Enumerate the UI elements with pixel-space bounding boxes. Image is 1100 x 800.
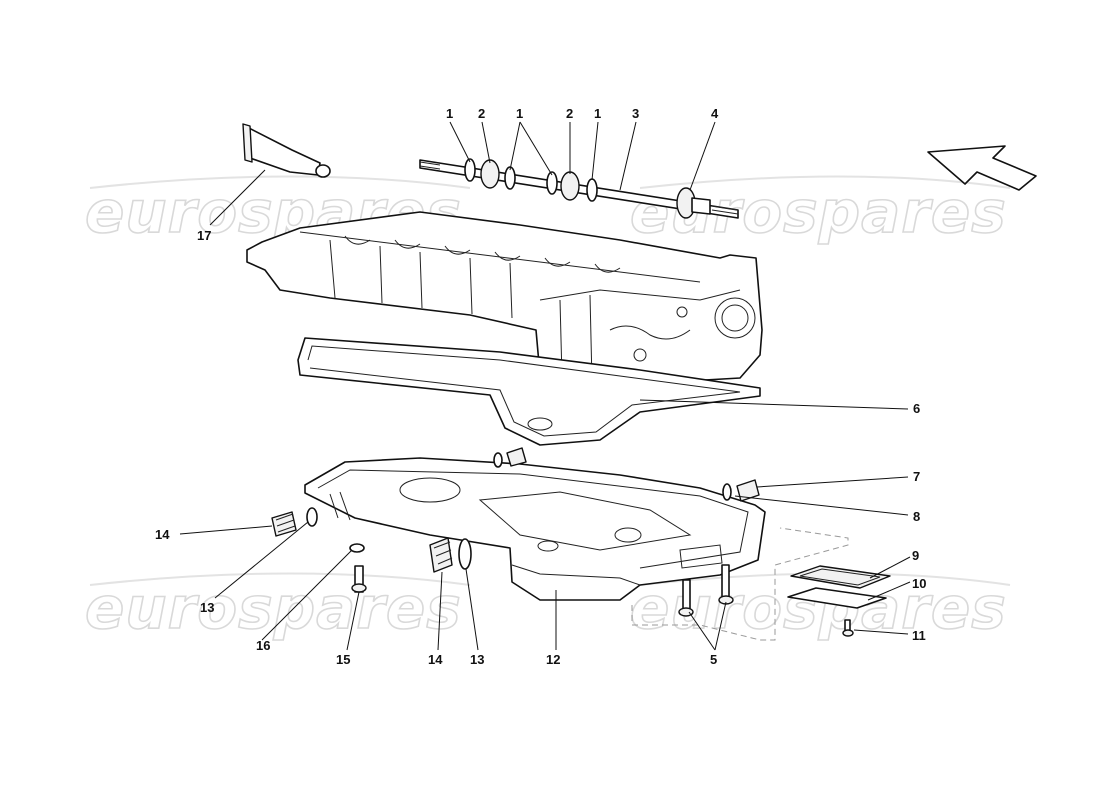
callout-6: 6: [913, 401, 920, 416]
callout-2: 2: [478, 106, 485, 121]
sensor-plug: [506, 447, 527, 467]
oil-sump: [304, 457, 766, 601]
snap-ring: [504, 166, 516, 190]
callouts: 1 2 1 2 1 3 4 17 6 7 8 14 13 16 15 14 13…: [155, 106, 926, 667]
o-ring-top: [493, 452, 503, 468]
cover-gasket: [787, 587, 887, 609]
callout-14: 14: [155, 527, 170, 542]
bearing: [480, 159, 500, 189]
crankcase: [246, 211, 763, 387]
sealing-washer-left: [306, 507, 318, 527]
watermark-swoosh: [89, 572, 471, 586]
snap-ring: [464, 158, 476, 182]
snap-ring: [546, 171, 558, 195]
callout-12: 12: [546, 652, 560, 667]
callout-3: 3: [632, 106, 639, 121]
plug-right: [736, 479, 760, 502]
callout-4: 4: [711, 106, 719, 121]
callout-10: 10: [912, 576, 926, 591]
callout-8: 8: [913, 509, 920, 524]
watermark-top-left: eurospares: [85, 178, 462, 246]
callout-1: 1: [516, 106, 523, 121]
callout-1: 1: [594, 106, 601, 121]
leader-lines: [179, 121, 911, 651]
direction-arrow-icon: [927, 145, 1037, 191]
sump-gasket: [297, 337, 761, 446]
sealing-washer-center: [458, 538, 472, 570]
screw-11: [842, 619, 854, 637]
callout-13: 13: [200, 600, 214, 615]
callout-15: 15: [336, 652, 350, 667]
drain-plug-center: [429, 537, 453, 573]
callout-17: 17: [197, 228, 211, 243]
callout-5: 5: [710, 652, 717, 667]
callout-7: 7: [913, 469, 920, 484]
washer: [349, 543, 365, 553]
bearing: [560, 171, 580, 201]
callout-16: 16: [256, 638, 270, 653]
watermark-bottom-left: eurospares: [85, 574, 462, 642]
drain-plug-left: [271, 511, 297, 537]
detail-boundary: [631, 527, 849, 641]
callout-13: 13: [470, 652, 484, 667]
callout-14: 14: [428, 652, 443, 667]
callout-2: 2: [566, 106, 573, 121]
shaft-assembly: [419, 158, 739, 219]
watermark-bottom-right: eurospares: [630, 574, 1007, 642]
callout-11: 11: [912, 628, 926, 643]
bolt-15: [351, 565, 367, 593]
watermark-swoosh: [89, 175, 471, 189]
callout-1: 1: [446, 106, 453, 121]
snap-ring: [586, 178, 598, 202]
o-ring-right: [722, 483, 732, 501]
sealant-tube: [242, 123, 331, 178]
watermark-group: eurospares eurospares eurospares eurospa…: [84, 175, 1011, 643]
callout-9: 9: [912, 548, 919, 563]
